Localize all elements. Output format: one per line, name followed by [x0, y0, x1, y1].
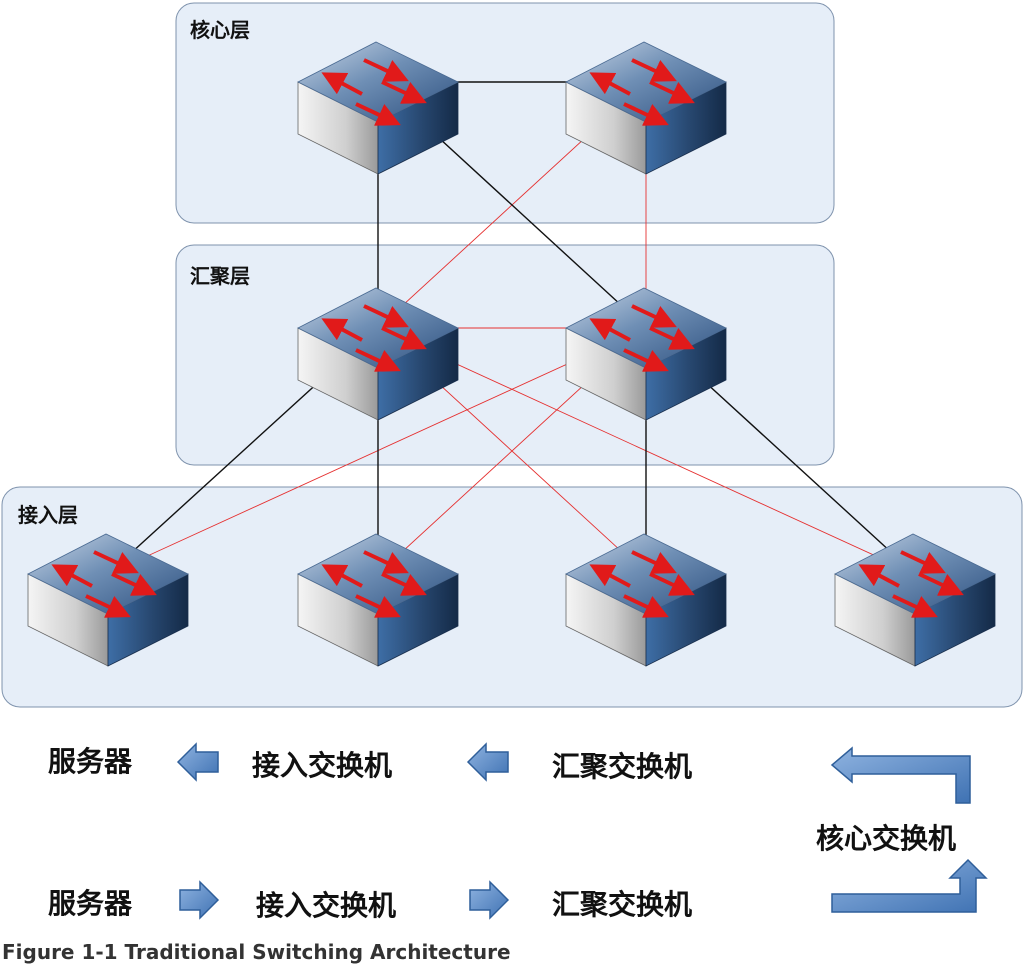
switch-arrow-icon: [623, 348, 669, 372]
switch-arrow-icon: [321, 72, 363, 96]
access-layer-label: 接入层: [18, 503, 78, 527]
backup-link: [107, 327, 647, 575]
switch-arrow-icon: [321, 318, 363, 342]
access-switch-label: 接入交换机: [256, 889, 397, 922]
switch-arrow-icon: [623, 102, 669, 126]
server-label: 服务器: [48, 745, 133, 778]
core-layer-panel: [175, 2, 835, 224]
access-switch-label: 接入交换机: [252, 749, 393, 782]
switch-arrow-icon: [631, 58, 677, 82]
switch-arrow-icon: [892, 594, 938, 618]
switch-icon: [565, 41, 727, 175]
switch-arrow-icon: [363, 304, 409, 328]
left-arrow-icon: [466, 742, 509, 782]
bent-return-arrow-icon: [830, 746, 971, 804]
switch-arrow-icon: [623, 594, 669, 618]
switch-arrow-icon: [355, 594, 401, 618]
right-arrow-icon: [179, 880, 220, 920]
aggregation-switch-label: 汇聚交换机: [552, 888, 693, 921]
aggregation-switch-label: 汇聚交换机: [552, 750, 693, 783]
switch-arrow-icon: [918, 572, 964, 596]
switch-arrow-icon: [85, 594, 131, 618]
switch-arrow-icon: [381, 80, 427, 104]
switch-arrow-icon: [321, 564, 363, 588]
switch-arrow-icon: [363, 550, 409, 574]
switch-arrow-icon: [51, 564, 93, 588]
switch-icon: [297, 533, 459, 667]
switch-arrow-icon: [631, 304, 677, 328]
switches: [27, 41, 996, 667]
switch-arrow-icon: [111, 572, 157, 596]
left-arrow-icon: [176, 742, 219, 782]
switch-arrow-icon: [589, 318, 631, 342]
core-switch-label: 核心交换机: [816, 822, 957, 855]
switch-arrow-icon: [649, 326, 695, 350]
switch-arrow-icon: [93, 550, 139, 574]
switch-arrow-icon: [631, 550, 677, 574]
switch-arrow-icon: [363, 58, 409, 82]
access-layer-panel: [1, 486, 1023, 708]
bent-up-arrow-icon: [831, 858, 988, 913]
switch-arrow-icon: [858, 564, 900, 588]
switch-arrow-icon: [900, 550, 946, 574]
switch-icon: [297, 41, 459, 175]
server-label: 服务器: [48, 887, 133, 920]
switch-arrow-icon: [355, 102, 401, 126]
switch-arrow-icon: [649, 572, 695, 596]
core-layer-label: 核心层: [190, 18, 250, 42]
figure-caption: Figure 1-1 Traditional Switching Archite…: [2, 940, 511, 964]
switch-icon: [834, 533, 996, 667]
switch-icon: [27, 533, 189, 667]
switch-icon: [297, 287, 459, 421]
right-arrow-icon: [469, 880, 510, 920]
switch-arrow-icon: [381, 326, 427, 350]
switch-icon: [565, 533, 727, 667]
switch-arrow-icon: [649, 80, 695, 104]
switch-icon: [565, 287, 727, 421]
switch-arrow-icon: [355, 348, 401, 372]
switch-arrow-icon: [381, 572, 427, 596]
switch-arrow-icon: [589, 564, 631, 588]
switch-arrow-icon: [589, 72, 631, 96]
aggregation-layer-panel: [175, 244, 835, 466]
aggregation-layer-label: 汇聚层: [190, 264, 250, 288]
